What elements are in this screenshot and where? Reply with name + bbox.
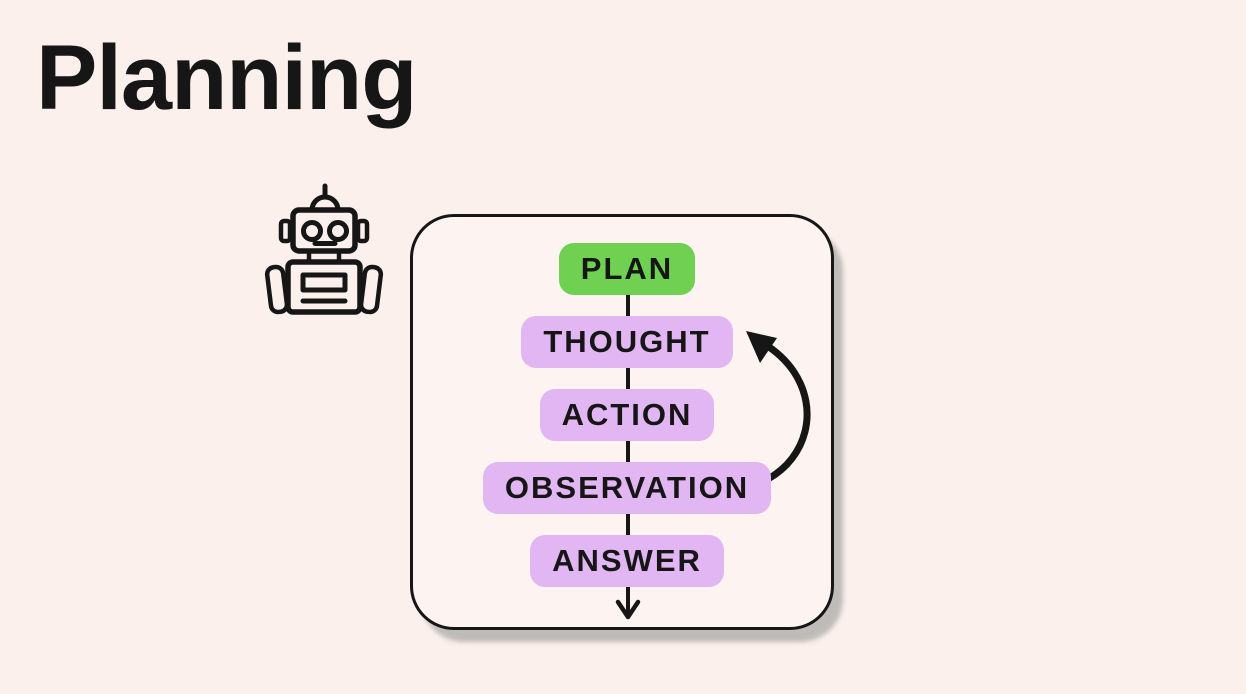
node-action: ACTION — [539, 389, 715, 441]
robot-ear-right — [355, 218, 370, 244]
node-observation: OBSERVATION — [482, 462, 772, 514]
robot-icon — [264, 183, 384, 315]
down-arrow-icon — [615, 599, 640, 619]
page-title: Planning — [36, 27, 417, 129]
robot-ear-left — [278, 218, 293, 244]
flow-chips: PLAN THOUGHT ACTION OBSERVATION ANSWER — [418, 243, 836, 587]
planning-loop-panel: PLAN THOUGHT ACTION OBSERVATION ANSWER — [410, 214, 834, 630]
loop-arrow-icon — [759, 339, 811, 482]
loop-arrowhead — [745, 330, 777, 363]
robot-arm-left — [264, 264, 290, 315]
robot-eye-left — [301, 220, 323, 242]
robot-arm-right — [358, 264, 384, 315]
node-thought: THOUGHT — [521, 316, 733, 368]
robot-screen — [300, 272, 348, 293]
robot-antenna-dome — [309, 194, 341, 213]
node-answer: ANSWER — [530, 535, 724, 587]
node-plan: PLAN — [558, 243, 696, 295]
robot-eye-right — [327, 220, 349, 242]
robot-body — [285, 259, 363, 315]
